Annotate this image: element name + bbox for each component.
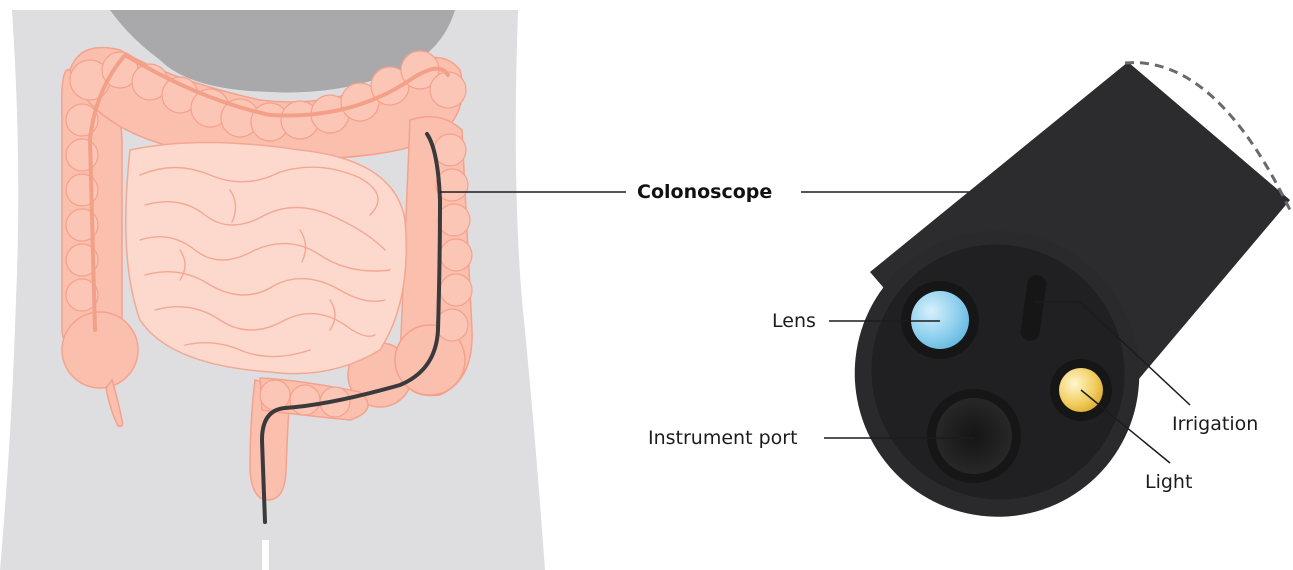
light-label: Light (1145, 471, 1192, 493)
lens-label: Lens (772, 310, 816, 332)
instrument-port (936, 398, 1012, 474)
colonoscope-label: Colonoscope (637, 181, 772, 203)
body-gap (262, 540, 269, 570)
colonoscope-tip (803, 62, 1290, 569)
instrument-port-label: Instrument port (648, 427, 798, 449)
irrigation-label: Irrigation (1172, 413, 1258, 435)
lens (911, 291, 969, 349)
small-intestine (126, 143, 406, 374)
abdomen-illustration (0, 10, 545, 570)
